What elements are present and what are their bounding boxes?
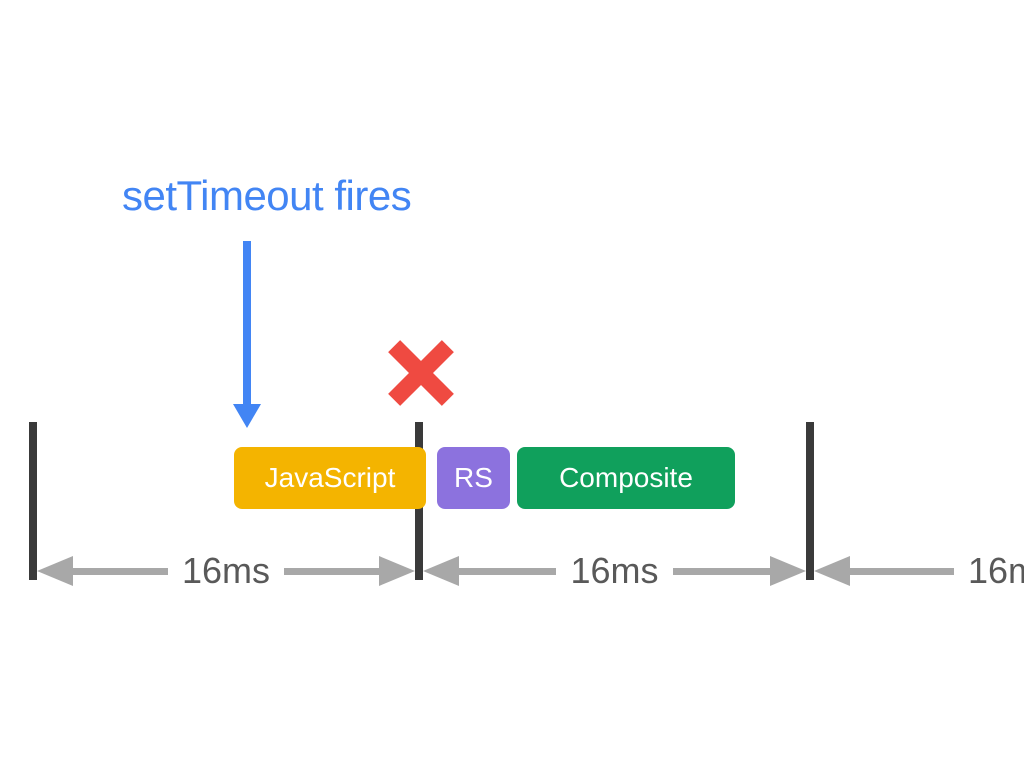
- arrowhead-left-icon: [37, 556, 73, 586]
- measure-shaft: [73, 567, 168, 575]
- frame-boundary-tick-1: [29, 422, 37, 580]
- interval-duration-label: 16ms: [967, 550, 1024, 591]
- frame-interval-measure-2: 16ms: [423, 550, 806, 591]
- measure-shaft: [284, 567, 379, 575]
- annotation-arrow-down-icon: [233, 404, 261, 428]
- settimeout-fires-label: setTimeout fires: [122, 172, 412, 219]
- interval-duration-label: 16ms: [570, 550, 659, 591]
- missed-frame-x-icon: [388, 340, 454, 406]
- annotation-arrow-line: [243, 241, 251, 407]
- frame-interval-measure-3: 16ms: [814, 550, 1024, 591]
- arrowhead-left-icon: [423, 556, 459, 586]
- measure-shaft: [672, 567, 770, 575]
- arrowhead-left-icon: [814, 556, 850, 586]
- interval-duration-label: 16ms: [181, 550, 271, 591]
- task-block-composite: Composite: [517, 447, 735, 509]
- arrowhead-right-icon: [770, 556, 806, 586]
- task-block-javascript: JavaScript: [234, 447, 426, 509]
- measure-shaft: [459, 567, 557, 575]
- arrowhead-right-icon: [379, 556, 415, 586]
- task-block-render-tree: RS: [437, 447, 510, 509]
- measure-shaft: [850, 567, 954, 575]
- frame-interval-measure-1: 16ms: [37, 550, 415, 591]
- frame-boundary-tick-3: [806, 422, 814, 580]
